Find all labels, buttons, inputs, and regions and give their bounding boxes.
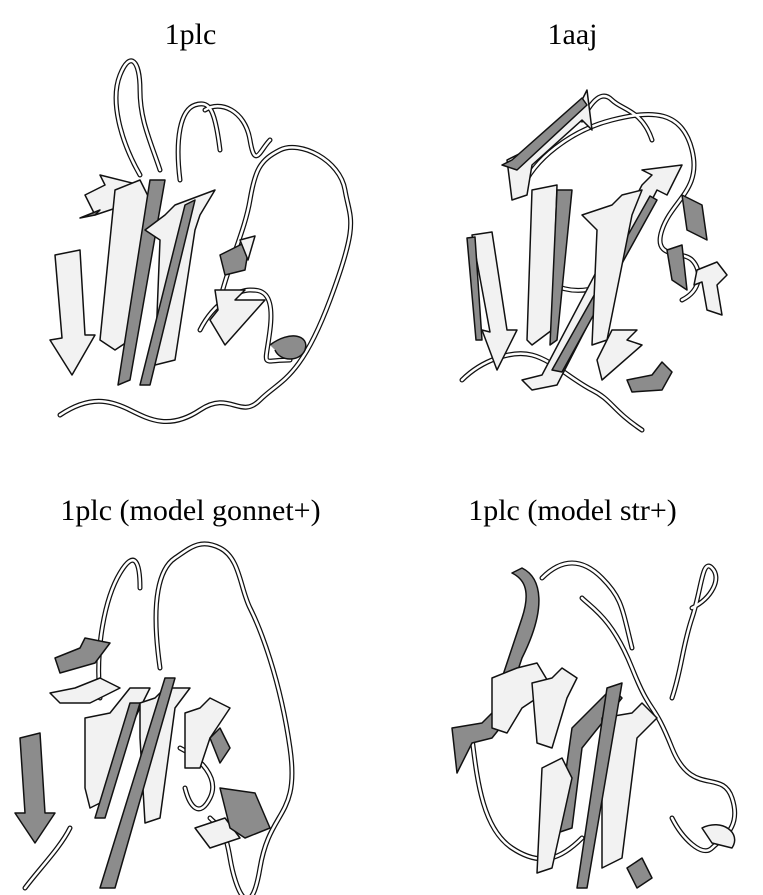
panel-1plc-model-str: 1plc (model str+) <box>382 448 763 895</box>
protein-ribbon-1plc <box>0 0 381 447</box>
panel-1plc: 1plc <box>0 0 381 447</box>
panel-1aaj: 1aaj <box>382 0 763 447</box>
protein-ribbon-1plc-model-str <box>382 448 763 895</box>
protein-ribbon-1plc-model-gonnet <box>0 448 381 895</box>
panel-1plc-model-gonnet: 1plc (model gonnet+) <box>0 448 381 895</box>
protein-ribbon-1aaj <box>382 0 763 447</box>
